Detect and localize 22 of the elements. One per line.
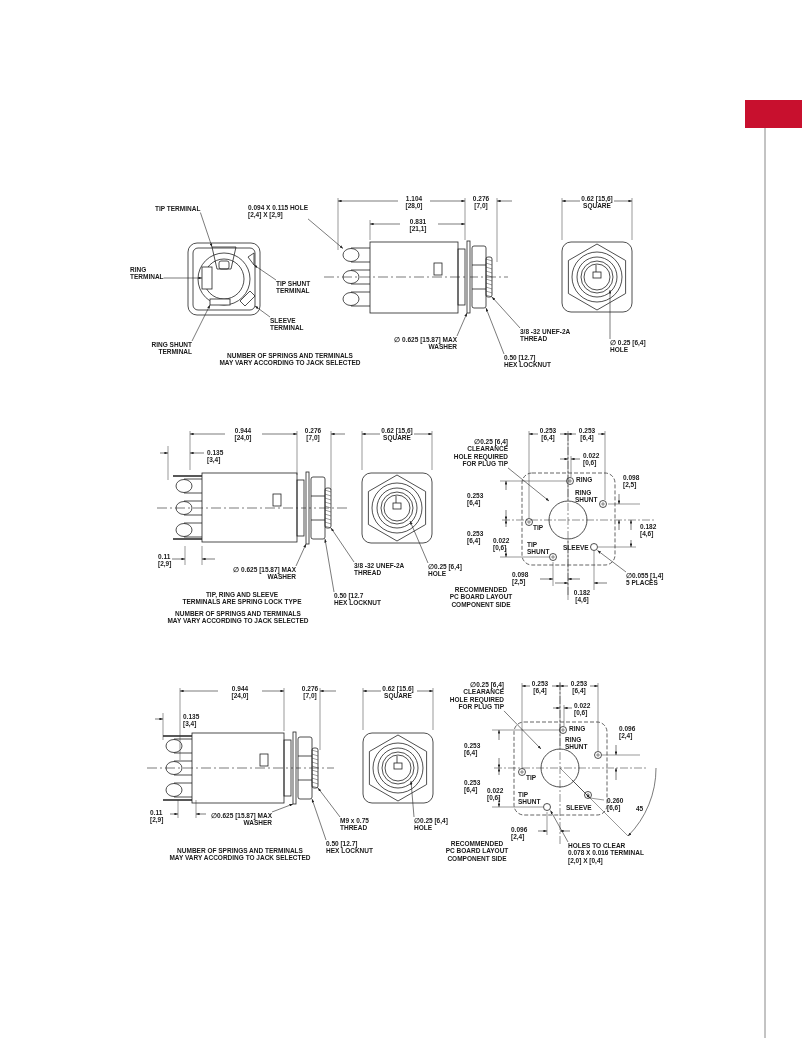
hex-nut (471, 245, 487, 309)
jack-hole (384, 754, 412, 782)
clearance-hole (548, 500, 588, 540)
jack-hole (383, 494, 411, 522)
thread (485, 256, 493, 298)
hex-nut (310, 476, 326, 540)
thread (311, 747, 319, 789)
solder-hole (590, 543, 598, 551)
ring-terminal (201, 266, 213, 290)
solder-hole (543, 803, 551, 811)
terminal-eyelet (342, 248, 360, 262)
hex-nut (297, 736, 313, 800)
washer (305, 471, 310, 545)
jack-hole (583, 263, 611, 291)
washer (466, 240, 471, 314)
clearance-hole (540, 748, 580, 788)
thread (324, 487, 332, 529)
sleeve-terminal (239, 290, 256, 307)
ring-shunt-terminal (209, 298, 231, 306)
shunt-spring (247, 252, 255, 266)
washer (292, 731, 297, 805)
terminal-lug (211, 246, 237, 270)
